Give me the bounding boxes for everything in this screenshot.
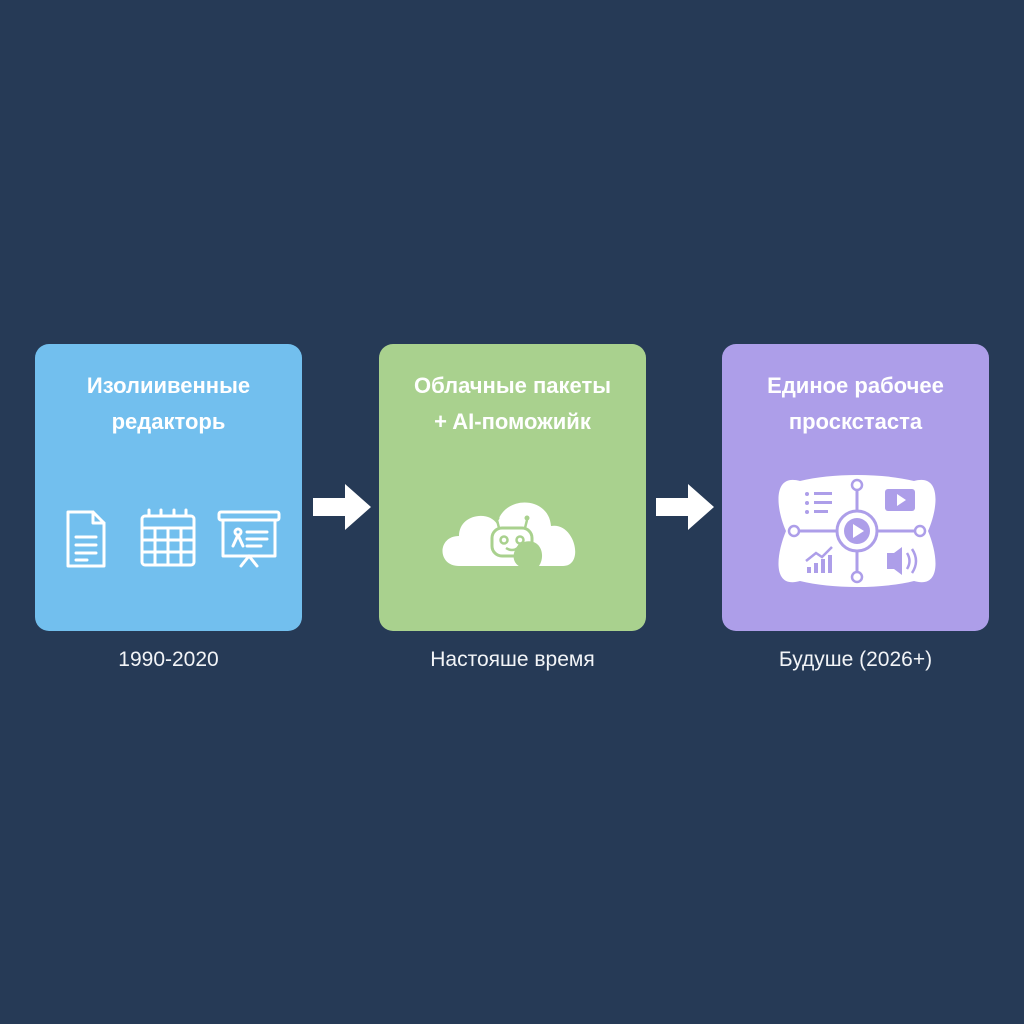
presentation-board-icon — [217, 510, 281, 568]
stage-card-unified-workspace: Единое рабочее проскстаста — [722, 344, 989, 631]
stage-title-line: + AI-поможийк — [434, 409, 591, 434]
arrow-right-icon — [313, 484, 371, 530]
arrow-right-icon — [656, 484, 714, 530]
stage-title-line: Облачные пакеты — [413, 373, 612, 398]
stage-icons — [35, 504, 302, 574]
stage-card-cloud-ai: Облачные пакеты + AI-поможийк — [379, 344, 646, 631]
stage-title: Изолиивенные редакторь — [35, 368, 302, 440]
stage-title-line: проскстаста — [788, 409, 923, 434]
stage-icons — [722, 469, 989, 594]
stage-title-line: Изолиивенные — [86, 373, 251, 398]
unified-workspace-hub-icon — [778, 475, 936, 587]
stage-icons — [379, 474, 646, 584]
cloud-robot-chat-icon — [442, 502, 576, 574]
stage-caption: Настояше время — [430, 648, 595, 671]
stage-title-line: редакторь — [111, 409, 226, 434]
stage-card-isolated-editors: Изолиивенные редакторь — [35, 344, 302, 631]
stage-caption: Будуше (2026+) — [778, 648, 933, 671]
stage-title-line: Единое рабочее — [767, 373, 944, 398]
document-icon — [66, 510, 106, 568]
stage-caption: 1990-2020 — [118, 648, 219, 671]
calendar-icon — [140, 508, 196, 567]
stage-title: Облачные пакеты + AI-поможийк — [379, 368, 646, 440]
stage-title: Единое рабочее проскстаста — [722, 368, 989, 440]
